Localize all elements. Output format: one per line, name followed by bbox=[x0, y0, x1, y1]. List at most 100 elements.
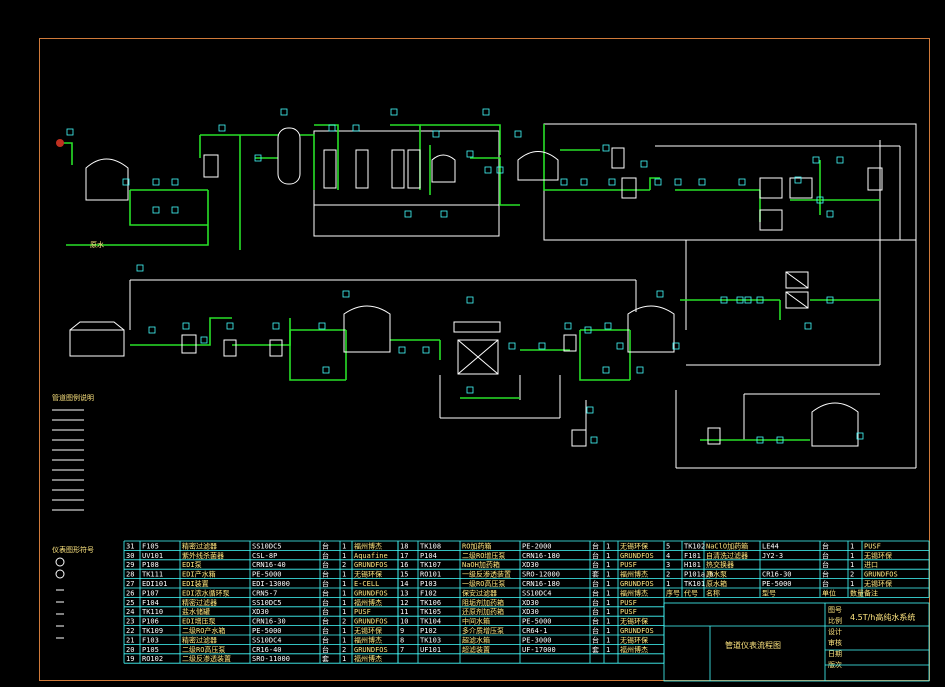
instrument-tag bbox=[736, 296, 744, 304]
table-cell-mid: 1 bbox=[606, 580, 610, 588]
table-cell-mid: TK103 bbox=[420, 636, 441, 644]
table-cell-left: 1 bbox=[342, 589, 346, 597]
table-cell-left: TK110 bbox=[142, 608, 163, 616]
table-cell-mid: UF-17000 bbox=[522, 646, 556, 654]
table-cell-mid: 台 bbox=[592, 541, 599, 550]
table-cell-left: PE-5000 bbox=[252, 627, 282, 635]
table-cell-left: 精密过滤器 bbox=[182, 635, 217, 644]
table-cell-left: EDI产水箱 bbox=[182, 570, 216, 579]
table-cell-left: 二级反渗透装置 bbox=[182, 654, 231, 663]
table-cell-right: 台 bbox=[822, 551, 829, 560]
table-cell-left: 二级RO高压泵 bbox=[182, 645, 225, 654]
table-cell-mid: 福州博杰 bbox=[620, 588, 648, 597]
table-cell-left: 无锡环保 bbox=[354, 626, 382, 635]
table-cell-right: TK102 bbox=[684, 542, 705, 550]
table-cell-right: 1 bbox=[666, 580, 670, 588]
table-cell-left: 盐水储罐 bbox=[182, 607, 210, 616]
title-block-label: 比例 bbox=[828, 616, 842, 625]
aux-pipes-top bbox=[129, 123, 917, 469]
table-cell-left: E-CELL bbox=[354, 580, 379, 588]
table-header-cell: 备注 bbox=[864, 588, 878, 597]
instrument-tag bbox=[171, 206, 179, 214]
table-cell-left: EDI装置 bbox=[182, 579, 209, 588]
table-cell-left: 福州博杰 bbox=[354, 635, 382, 644]
instrument-tag bbox=[636, 366, 644, 374]
instrument-tag bbox=[254, 154, 262, 162]
instrument-tag bbox=[738, 178, 746, 186]
table-cell-left: 套 bbox=[322, 654, 329, 663]
table-cell-left: 台 bbox=[322, 626, 329, 635]
table-cell-mid: PUSF bbox=[620, 599, 637, 607]
raw-water-label: 原水 bbox=[90, 240, 104, 249]
title-block-label: 日期 bbox=[828, 650, 842, 658]
table-cell-mid: F102 bbox=[420, 589, 437, 597]
instrument-tag bbox=[200, 336, 208, 344]
instrument-tag bbox=[744, 296, 752, 304]
process-pipes bbox=[60, 124, 880, 441]
table-cell-mid: 1 bbox=[606, 542, 610, 550]
instrument-tag bbox=[856, 432, 864, 440]
instrument-tag bbox=[602, 144, 610, 152]
table-cell-mid: P104 bbox=[420, 552, 437, 560]
instrument-tag bbox=[422, 346, 430, 354]
table-cell-left: 1 bbox=[342, 580, 346, 588]
instrument-tag bbox=[466, 386, 474, 394]
table-cell-left: CRN16-30 bbox=[252, 618, 286, 626]
table-cell-left: GRUNDFOS bbox=[354, 646, 388, 654]
legend-symbols-title: 仪表图形符号 bbox=[52, 545, 94, 554]
table-cell-mid: 超滤装置 bbox=[462, 645, 490, 654]
table-cell-left: 台 bbox=[322, 607, 329, 616]
table-cell-right: 3 bbox=[666, 561, 670, 569]
table-cell-left: 1 bbox=[342, 627, 346, 635]
table-cell-left: 台 bbox=[322, 541, 329, 550]
instrument-tag bbox=[272, 322, 280, 330]
table-cell-right: 1 bbox=[850, 580, 854, 588]
table-cell-mid: 套 bbox=[592, 645, 599, 654]
table-cell-left: 台 bbox=[322, 570, 329, 579]
table-cell-mid: 台 bbox=[592, 560, 599, 569]
table-cell-mid: 台 bbox=[592, 617, 599, 626]
drawing-title: 管道仪表流程图 bbox=[725, 640, 781, 650]
table-cell-mid: PE-3000 bbox=[522, 636, 552, 644]
instrument-tag bbox=[352, 124, 360, 132]
table-cell-mid: SS10DC4 bbox=[522, 589, 552, 597]
instrument-tag bbox=[148, 326, 156, 334]
table-cell-mid: 1 bbox=[606, 589, 610, 597]
table-cell-left: EDI泵 bbox=[182, 561, 202, 569]
table-cell-mid: CRN16-180 bbox=[522, 552, 560, 560]
table-cell-mid: 台 bbox=[592, 607, 599, 616]
instrument-tag bbox=[608, 178, 616, 186]
instrument-tag bbox=[484, 166, 492, 174]
instrument-tag bbox=[122, 178, 130, 186]
table-cell-mid: 超滤水箱 bbox=[462, 635, 490, 644]
table-cell-left: 21 bbox=[126, 636, 134, 644]
project-name: 4.5T/h高纯水系统 bbox=[850, 612, 915, 622]
table-cell-mid: GRUNDFOS bbox=[620, 627, 654, 635]
table-cell-left: 台 bbox=[322, 588, 329, 597]
table-cell-mid: TK106 bbox=[420, 599, 441, 607]
instrument-tag bbox=[390, 108, 398, 116]
table-cell-left: EDI101 bbox=[142, 580, 167, 588]
instrument-tag bbox=[328, 124, 336, 132]
table-cell-right: 台 bbox=[822, 541, 829, 550]
table-cell-left: 二级RO产水箱 bbox=[182, 626, 225, 635]
table-cell-left: SS10DC5 bbox=[252, 599, 282, 607]
table-cell-mid: 1 bbox=[606, 552, 610, 560]
table-cell-mid: UF101 bbox=[420, 646, 441, 654]
table-cell-mid: 1 bbox=[606, 561, 610, 569]
instrument-tag bbox=[756, 296, 764, 304]
table-cell-mid: 1 bbox=[606, 646, 610, 654]
table-cell-mid: RO加药箱 bbox=[462, 541, 491, 550]
table-cell-mid: PUSF bbox=[620, 561, 637, 569]
table-cell-left: GRUNDFOS bbox=[354, 589, 388, 597]
table-cell-left: SS10DC5 bbox=[252, 542, 282, 550]
instrument-tag bbox=[812, 156, 820, 164]
instrument-tag bbox=[508, 342, 516, 350]
instrument-tag bbox=[586, 406, 594, 414]
table-cell-left: F103 bbox=[142, 636, 159, 644]
instrument-tag bbox=[280, 108, 288, 116]
table-cell-left: F104 bbox=[142, 599, 159, 607]
table-cell-left: 台 bbox=[322, 551, 329, 560]
table-cell-left: 28 bbox=[126, 571, 134, 579]
table-cell-left: 台 bbox=[322, 560, 329, 569]
